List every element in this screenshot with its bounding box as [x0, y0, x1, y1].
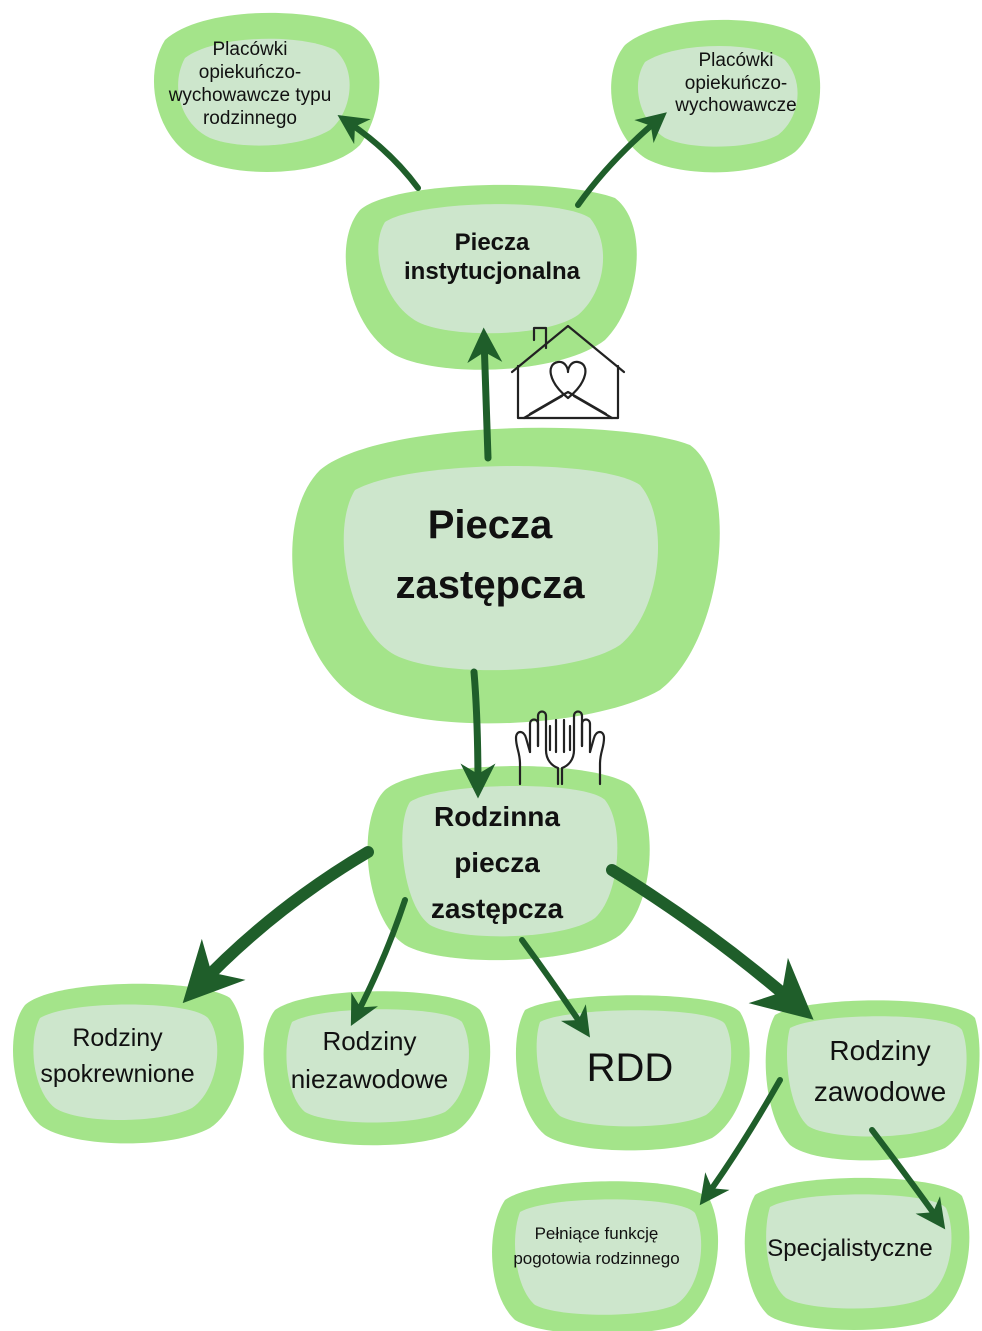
- node-specialist-families-shape: [744, 1177, 970, 1330]
- node-family-type-facilities-label: Placówki opiekuńczo- wychowawcze typu ro…: [168, 39, 332, 129]
- arrows: [182, 112, 946, 1230]
- node-root-shape: [292, 427, 720, 724]
- node-root-label: Piecza zastępcza: [395, 503, 585, 607]
- node-related-families-label: Rodziny spokrewnione: [40, 1023, 195, 1088]
- arrow-root-to-institutional: [467, 327, 503, 462]
- arrow-root-to-family-care: [460, 668, 496, 799]
- node-family-care-shape: [367, 766, 650, 961]
- node-institutional-shape: [345, 184, 637, 370]
- node-emergency-families-label: Pełniące funkcję pogotowia rodzinnego: [513, 1223, 680, 1269]
- node-specialist-families-label: Specjalistyczne: [767, 1234, 933, 1262]
- node-related-families-shape: [12, 983, 244, 1144]
- node-emergency-families-shape: [492, 1181, 719, 1331]
- node-institutional-label: Piecza instytucjonalna: [403, 229, 581, 285]
- node-family-care-label: Rodzinna piecza zastępcza: [430, 800, 564, 925]
- arrow-family-care-to-professional: [606, 864, 814, 1020]
- arrow-professional-to-emergency: [699, 1077, 783, 1206]
- house-heart-icon: [510, 324, 626, 420]
- node-non-professional-families-shape: [263, 991, 491, 1146]
- node-professional-families-label: Rodziny zawodowe: [813, 1035, 947, 1107]
- node-family-type-facilities-shape: [153, 12, 380, 172]
- node-care-facilities-label: Placówki opiekuńczo- wychowawcze: [675, 49, 797, 117]
- arrow-professional-to-specialist: [869, 1127, 946, 1230]
- arrow-institutional-to-family-type: [337, 115, 421, 191]
- arrow-family-care-to-rdd: [519, 937, 590, 1038]
- arrow-institutional-to-care-facilities: [575, 112, 667, 208]
- node-non-professional-families-label: Rodziny niezawodowe: [290, 1026, 449, 1094]
- arrow-family-care-to-related: [182, 846, 374, 1004]
- arrow-family-care-to-non-professional: [350, 897, 408, 1026]
- helping-hands-icon: [514, 710, 606, 786]
- node-rdd-label: RDD: [586, 1046, 674, 1090]
- node-professional-families-shape: [765, 1000, 980, 1161]
